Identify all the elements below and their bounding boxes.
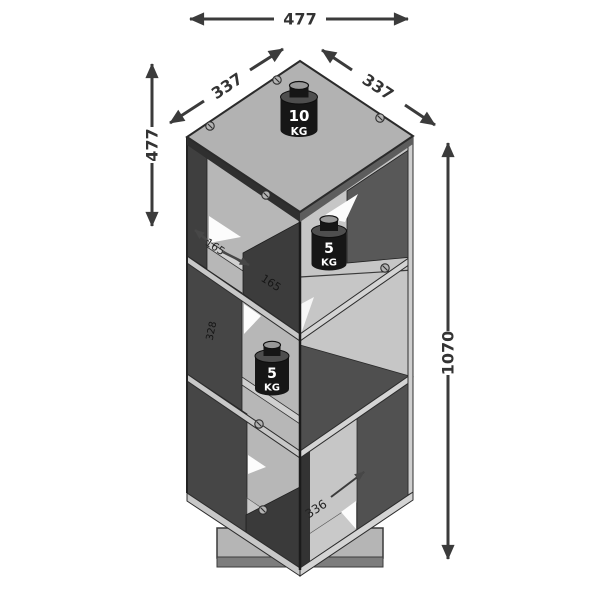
screw-icon [272,75,282,85]
label-side-height: 477 [143,128,162,161]
open-gap-white-2 [244,304,261,334]
screw-icon [205,121,215,131]
right-edge-strip [407,135,414,496]
label-total-height: 1070 [439,331,458,376]
weight-middle-unit: KG [321,258,337,269]
weight-lower-value: 5 [267,366,277,382]
top-rim-left [187,137,300,222]
weight-5kg-upper: 5 KG [311,215,347,271]
divider-edge-strip [300,444,310,568]
bottom-band-right [299,491,414,577]
dimensions [145,12,455,560]
screw-icon [258,505,268,515]
dim-depth-left [169,47,284,125]
weight-middle-value: 5 [324,241,334,257]
weight-10kg: 10 KG [280,80,318,138]
label-overall-width: 477 [283,10,316,29]
open-gap-white-right-1 [322,194,358,222]
top-rim-right [300,136,413,222]
open-gap-white-1 [209,216,241,243]
screw-icon [375,113,385,123]
label-depth-left: 337 [208,69,246,103]
open-gap-white-right-3 [341,501,356,529]
weight-top-unit: KG [291,126,308,138]
screw-icon [380,263,390,273]
label-depth-right: 337 [359,70,397,104]
screw-icon [261,190,271,200]
weight-5kg-lower: 5 KG [254,340,290,396]
open-gap-white-right-2 [301,297,314,334]
screw-icon [254,419,264,429]
open-gap-white-3 [248,455,266,474]
storage-tower [185,59,415,577]
side-board-edge [186,136,208,270]
weight-lower-unit: KG [264,383,280,394]
label-inner-height-panel: 328 [205,321,220,342]
weight-top-value: 10 [289,107,310,125]
dim-depth-right [321,48,436,127]
